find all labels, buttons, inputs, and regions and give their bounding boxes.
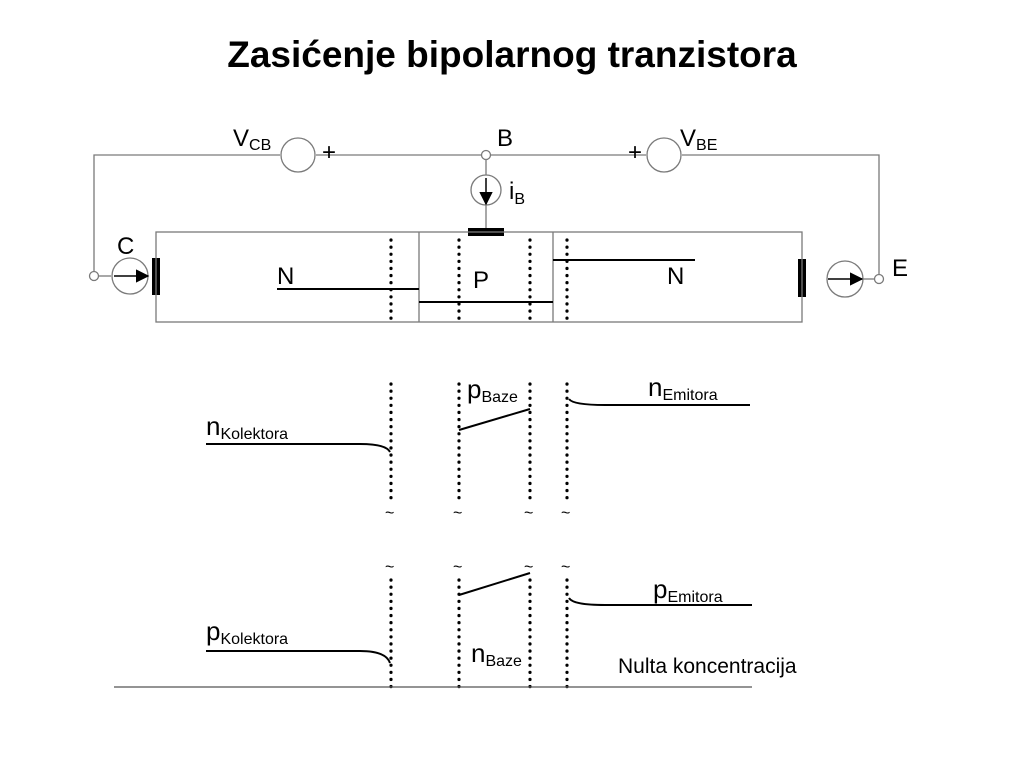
p-kolektora-label: pKolektora [206, 616, 288, 648]
break-symbol: ~ [561, 559, 570, 576]
base-label: B [497, 125, 513, 152]
p-emitora-curve [568, 597, 752, 606]
ib-label: iB [509, 178, 525, 208]
collector-label: C [117, 233, 134, 260]
transistor-body [155, 231, 803, 323]
p-kolektora-curve [206, 650, 391, 664]
n-kolektora-curve [206, 443, 391, 453]
n-emitora-curve [568, 398, 750, 406]
n-baze-label: nBaze [471, 638, 522, 670]
p-baze-label: pBaze [467, 374, 518, 406]
region-emitter-n: N [667, 263, 684, 290]
region-base-p: P [473, 267, 489, 294]
region-collector-n: N [277, 263, 294, 290]
majority-carrier-curves [206, 398, 750, 453]
break-symbol: ~ [385, 559, 394, 576]
break-symbols: ~ ~ ~ ~ ~ ~ ~ ~ [385, 505, 570, 576]
n-baze-curve [458, 572, 531, 596]
labels: VCB + B + VBE iB C E N P N nKolektora pB… [117, 125, 908, 678]
break-symbol: ~ [561, 505, 570, 522]
vcb-source-circle [280, 137, 316, 173]
zero-concentration-label: Nulta koncentracija [618, 655, 797, 678]
emitter-terminal [873, 273, 885, 285]
base-terminal [480, 149, 492, 161]
vcb-label: VCB [233, 125, 271, 154]
emitter-label: E [892, 255, 908, 282]
depletion-boundaries [389, 238, 569, 692]
break-symbol: ~ [453, 505, 462, 522]
vbe-polarity: + [628, 139, 642, 166]
n-kolektora-label: nKolektora [206, 411, 288, 443]
collector-terminal [88, 270, 100, 282]
semiconductor-bar [155, 231, 803, 323]
page-title: Zasićenje bipolarnog tranzistora [227, 34, 797, 75]
n-emitora-label: nEmitora [648, 372, 718, 404]
break-symbol: ~ [524, 505, 533, 522]
vbe-source-circle [646, 137, 682, 173]
break-symbol: ~ [524, 559, 533, 576]
p-emitora-label: pEmitora [653, 574, 723, 606]
p-baze-curve [458, 408, 531, 431]
break-symbol: ~ [385, 505, 394, 522]
vcb-polarity: + [322, 139, 336, 166]
vbe-label: VBE [680, 125, 717, 154]
break-symbol: ~ [453, 559, 462, 576]
minority-carrier-curves [114, 572, 752, 688]
